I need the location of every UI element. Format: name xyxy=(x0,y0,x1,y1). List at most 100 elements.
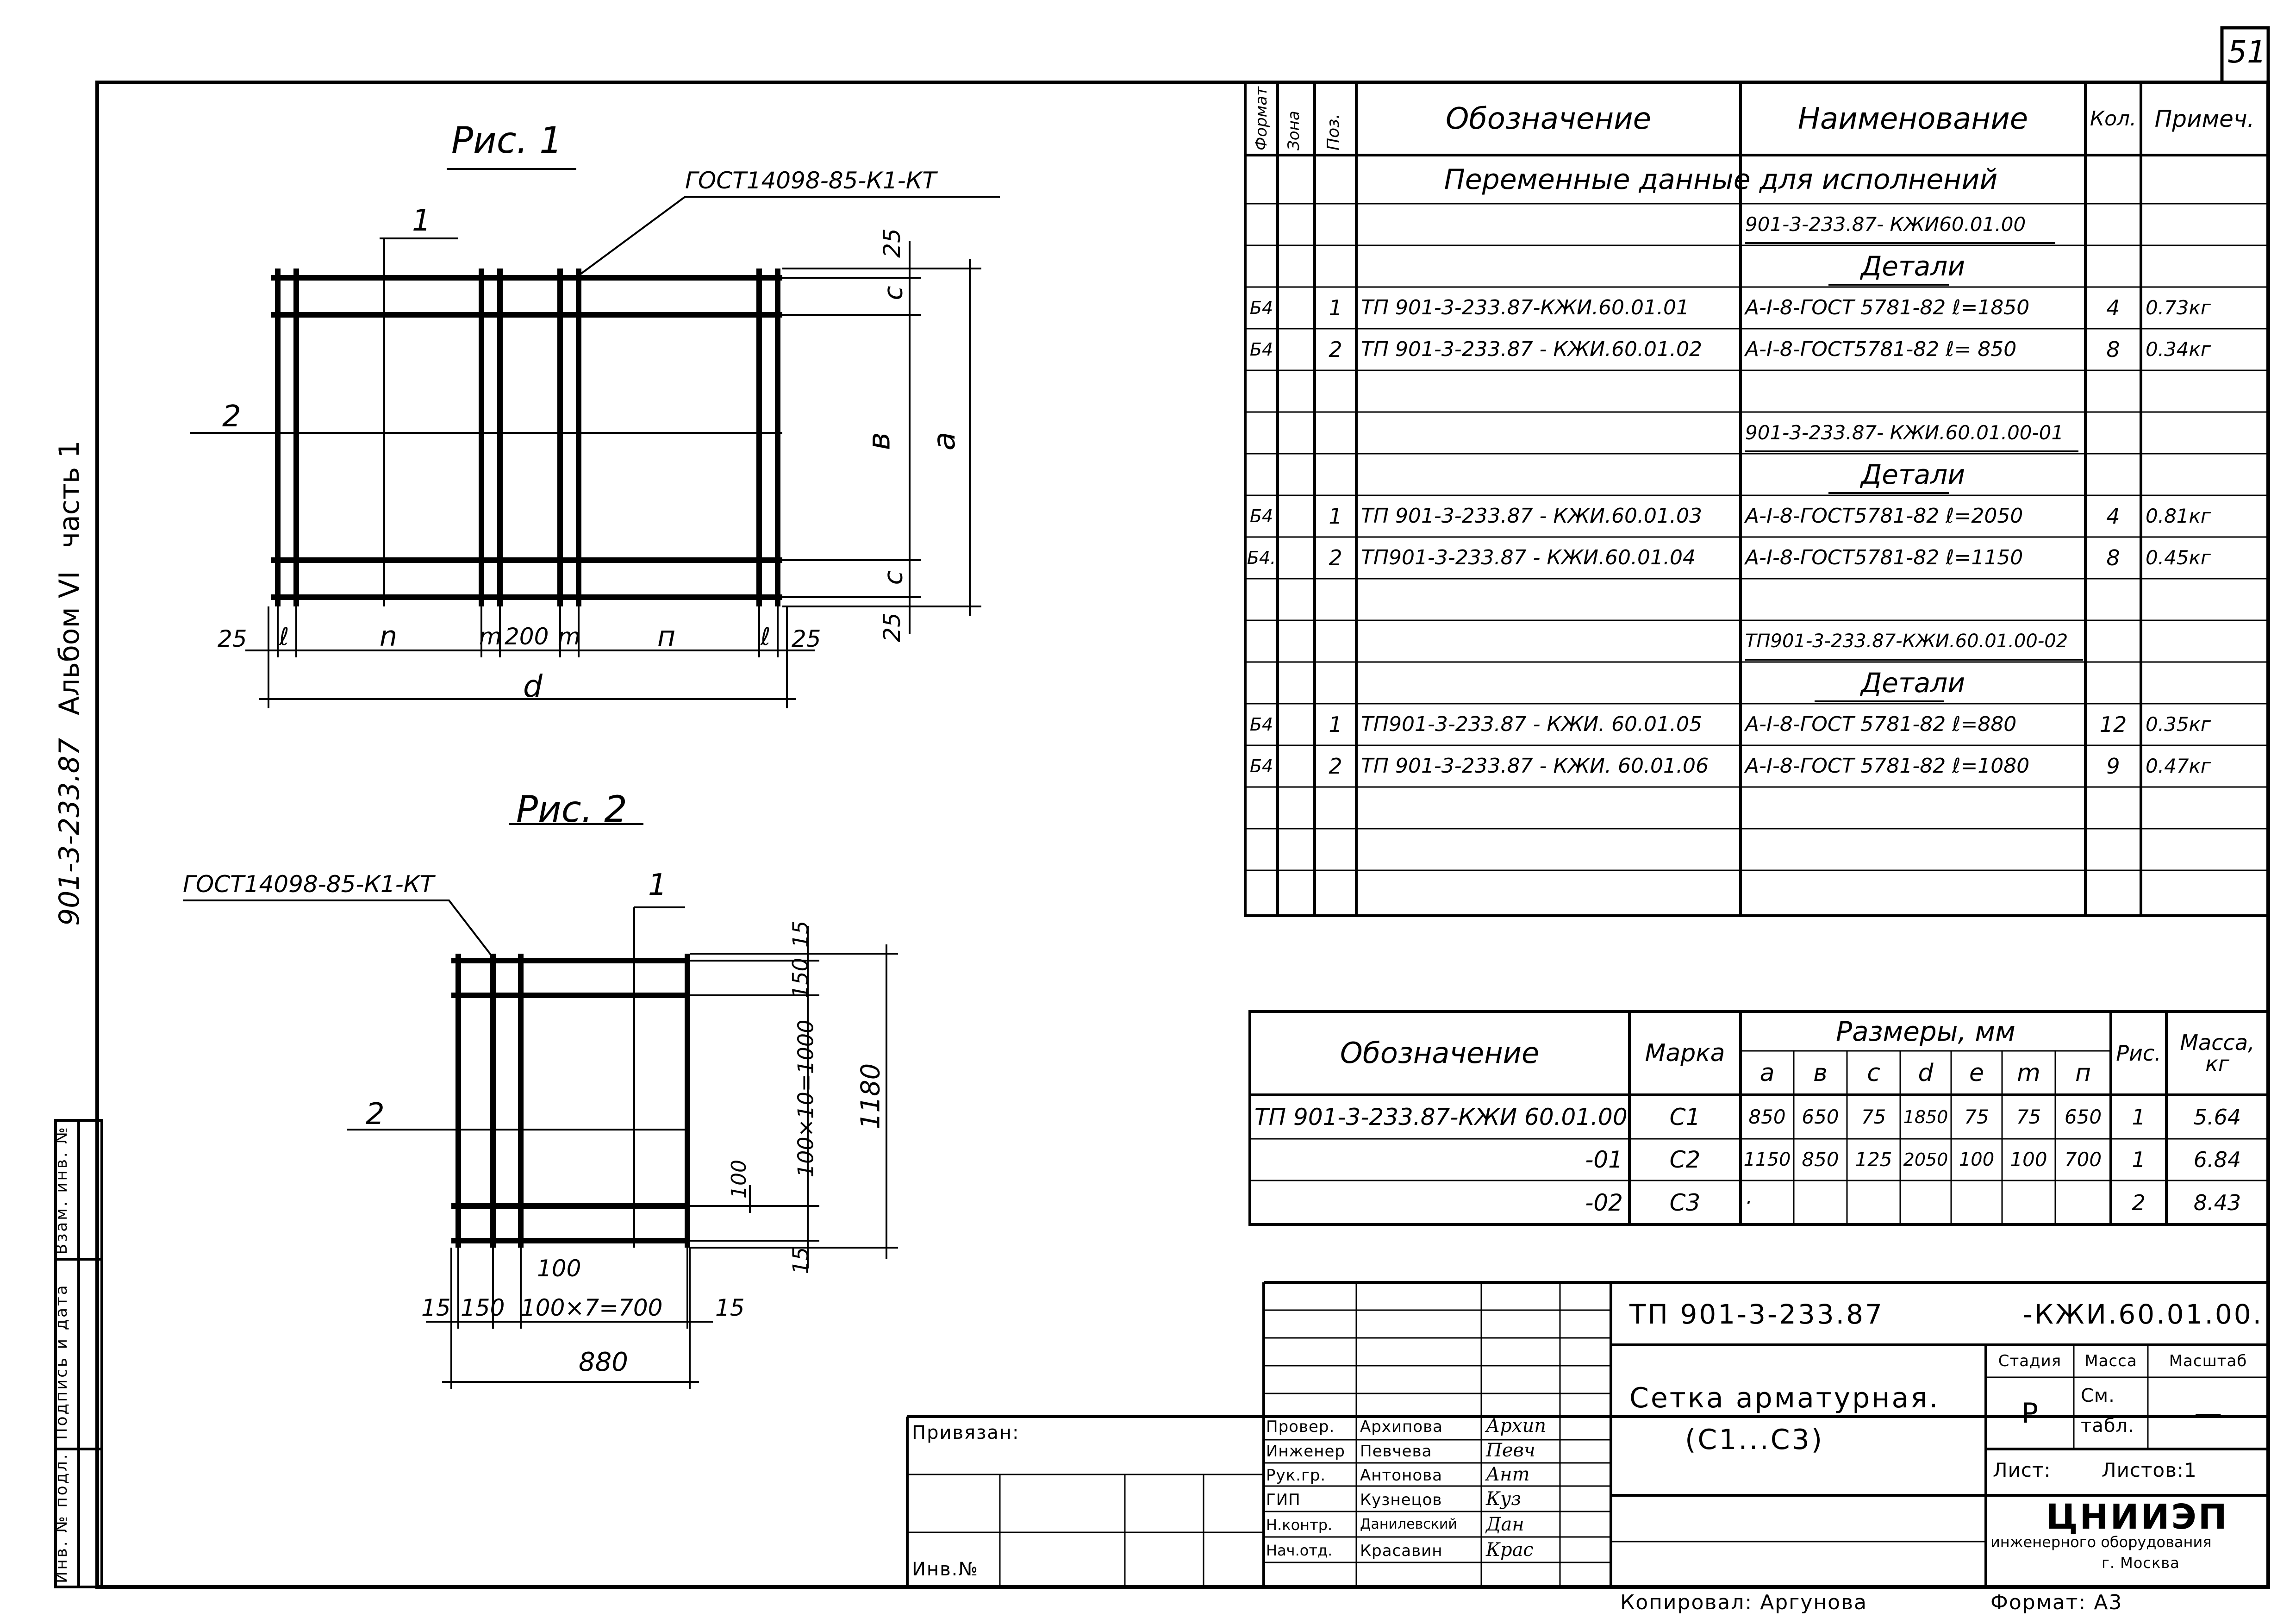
spec-g2r1-pos: 1 xyxy=(1329,504,1342,529)
spec-group2-code: 901-3-233.87- КЖИ.60.01.00-01 xyxy=(1745,421,2064,444)
title-org-city: г. Москва xyxy=(2102,1554,2180,1572)
fig1-callout-1: 1 xyxy=(412,204,431,238)
side-title-code: 901-3-233.87 xyxy=(53,738,86,926)
marks-r1-c: 75 xyxy=(1861,1105,1886,1128)
title-drawing-name-1: Сетка арматурная. xyxy=(1629,1382,1940,1414)
fig2-dim-880: 880 xyxy=(579,1347,628,1377)
fig2-mesh xyxy=(451,954,690,1248)
marks-r2-designation: -01 xyxy=(1585,1146,1623,1173)
spec-g1r2-note: 0.34кг xyxy=(2146,338,2211,361)
signer-sign-2: Певч xyxy=(1486,1440,1535,1461)
signer-sign-4: Куз xyxy=(1486,1488,1521,1510)
spec-group1-section: Детали xyxy=(1860,250,1965,282)
marks-r2-d: 2050 xyxy=(1903,1149,1948,1170)
spec-header-qty: Кол. xyxy=(2090,106,2137,131)
marks-header-fig: Рис. xyxy=(2116,1041,2161,1066)
side-stamp-podpis: Подпись и дата xyxy=(52,1283,71,1440)
fig1-mesh xyxy=(271,269,782,606)
title-doc-code-right: -КЖИ.60.01.00. xyxy=(2023,1299,2264,1330)
side-stamp-lines xyxy=(54,1119,103,1588)
marks-r1-d: 1850 xyxy=(1903,1106,1948,1127)
title-inv-no: Инв.№ xyxy=(912,1559,979,1580)
marks-header-designation: Обозначение xyxy=(1340,1036,1540,1070)
spec-g1r2-pos: 2 xyxy=(1329,337,1342,362)
sheet-number: 51 xyxy=(2227,34,2266,70)
title-org-sub: инженерного оборудования xyxy=(1990,1533,2212,1551)
marks-r2-mass: 6.84 xyxy=(2193,1147,2241,1172)
fig1-gost-label: ГОСТ14098-85-К1-КТ xyxy=(685,167,936,194)
marks-header-col-a: a xyxy=(1759,1059,1775,1087)
spec-g1r2-format: Б4 xyxy=(1249,339,1273,360)
marks-r1-a: 850 xyxy=(1748,1105,1786,1128)
marks-r1-mark: С1 xyxy=(1669,1103,1701,1131)
fig2-dim-15-right: 15 xyxy=(715,1294,745,1321)
spec-g3r2-name: А-I-8-ГОСТ 5781-82 ℓ=1080 xyxy=(1745,754,2030,778)
fig1-callout-2: 2 xyxy=(222,400,241,434)
signer-sign-6: Крас xyxy=(1486,1539,1534,1561)
fig2-dim-15-bottom: 15 xyxy=(788,1247,813,1274)
marks-header-col-n: п xyxy=(2075,1059,2091,1087)
marks-r1-m: 75 xyxy=(2016,1105,2041,1128)
marks-r2-b: 850 xyxy=(1802,1148,1839,1171)
fig2-dim-15-top: 15 xyxy=(788,920,813,948)
side-title: 901-3-233.87 Альбом VI часть 1 xyxy=(53,441,86,926)
spec-group3-code: ТП901-3-233.87-КЖИ.60.01.00-02 xyxy=(1745,631,2068,652)
marks-header-sizes: Размеры, мм xyxy=(1836,1015,2015,1047)
spec-g1r2-name: А-I-8-ГОСТ5781-82 ℓ= 850 xyxy=(1745,337,2017,361)
marks-r3-mass: 8.43 xyxy=(2193,1190,2241,1215)
marks-r2-m: 100 xyxy=(2010,1148,2047,1171)
title-privyazan: Привязан: xyxy=(912,1422,1020,1443)
spec-g3r1-qty: 12 xyxy=(2099,712,2127,737)
fig1-dim-l-left: ℓ xyxy=(279,623,289,651)
spec-table-rows xyxy=(1245,203,2268,871)
fig1-dim-25-right: 25 xyxy=(792,625,821,652)
spec-g1r1-name: А-I-8-ГОСТ 5781-82 ℓ=1850 xyxy=(1745,296,2030,319)
fig2-dim-1180: 1180 xyxy=(855,1063,886,1130)
title-doc-code-left: ТП 901-3-233.87 xyxy=(1629,1299,1884,1330)
spec-g3r2-note: 0.47кг xyxy=(2146,755,2211,777)
fig2-gost-label: ГОСТ14098-85-К1-КТ xyxy=(183,871,434,898)
fig2-title: Рис. 2 xyxy=(516,789,627,831)
fig2-dim-150: 150 xyxy=(787,958,813,999)
fig1-dim-25-top: 25 xyxy=(878,228,905,258)
fig2-dim-100-right: 100 xyxy=(727,1160,751,1199)
spec-header-format: Формат xyxy=(1252,87,1271,150)
signer-name-2: Певчева xyxy=(1360,1442,1432,1461)
marks-r3-mark: С3 xyxy=(1669,1189,1701,1216)
marks-r1-b: 650 xyxy=(1802,1105,1839,1128)
spec-header-zone: Зона xyxy=(1285,111,1303,150)
spec-g3r1-pos: 1 xyxy=(1329,712,1342,737)
spec-g1r2-designation: ТП 901-3-233.87 - КЖИ.60.01.02 xyxy=(1361,337,1702,361)
spec-g2r2-pos: 2 xyxy=(1329,545,1342,570)
title-sheet-label: Лист: xyxy=(1993,1459,2051,1481)
fig1-dim-n-right: п xyxy=(657,620,676,653)
fig1-dim-m-left: m xyxy=(479,623,502,650)
fig1-title: Рис. 1 xyxy=(451,120,562,162)
spec-table-grid xyxy=(1244,81,2270,917)
spec-g2r1-designation: ТП 901-3-233.87 - КЖИ.60.01.03 xyxy=(1361,504,1702,528)
fig1-dim-25-bottom: 25 xyxy=(878,612,905,642)
marks-r1-fig: 1 xyxy=(2132,1104,2146,1130)
title-stage-label: Стадия xyxy=(1998,1352,2062,1370)
marks-header-mark: Марка xyxy=(1645,1039,1725,1067)
marks-r3-designation: -02 xyxy=(1585,1189,1623,1216)
spec-g3r1-designation: ТП901-3-233.87 - КЖИ. 60.01.05 xyxy=(1361,712,1702,736)
marks-r1-mass: 5.64 xyxy=(2193,1104,2241,1130)
footer-format: Формат: А3 xyxy=(1990,1591,2123,1614)
spec-g2r2-designation: ТП901-3-233.87 - КЖИ.60.01.04 xyxy=(1361,546,1696,569)
spec-g2r2-qty: 8 xyxy=(2106,545,2120,570)
spec-g3r1-name: А-I-8-ГОСТ 5781-82 ℓ=880 xyxy=(1745,712,2017,736)
spec-g3r1-format: Б4 xyxy=(1249,714,1273,735)
spec-g3r2-pos: 2 xyxy=(1329,754,1342,779)
fig1-dim-d: d xyxy=(523,668,543,704)
spec-g2r2-name: А-I-8-ГОСТ5781-82 ℓ=1150 xyxy=(1745,546,2023,569)
signer-role-3: Рук.гр. xyxy=(1266,1466,1326,1485)
signer-sign-3: Ант xyxy=(1486,1464,1530,1485)
spec-g1r1-qty: 4 xyxy=(2106,295,2120,320)
signer-role-6: Нач.отд. xyxy=(1266,1542,1333,1559)
spec-group3-section: Детали xyxy=(1860,667,1965,699)
marks-header-col-m: m xyxy=(2017,1059,2040,1087)
spec-g3r1-note: 0.35кг xyxy=(2146,713,2211,736)
marks-r3-a: · xyxy=(1745,1191,1752,1214)
marks-r2-mark: С2 xyxy=(1669,1146,1701,1173)
